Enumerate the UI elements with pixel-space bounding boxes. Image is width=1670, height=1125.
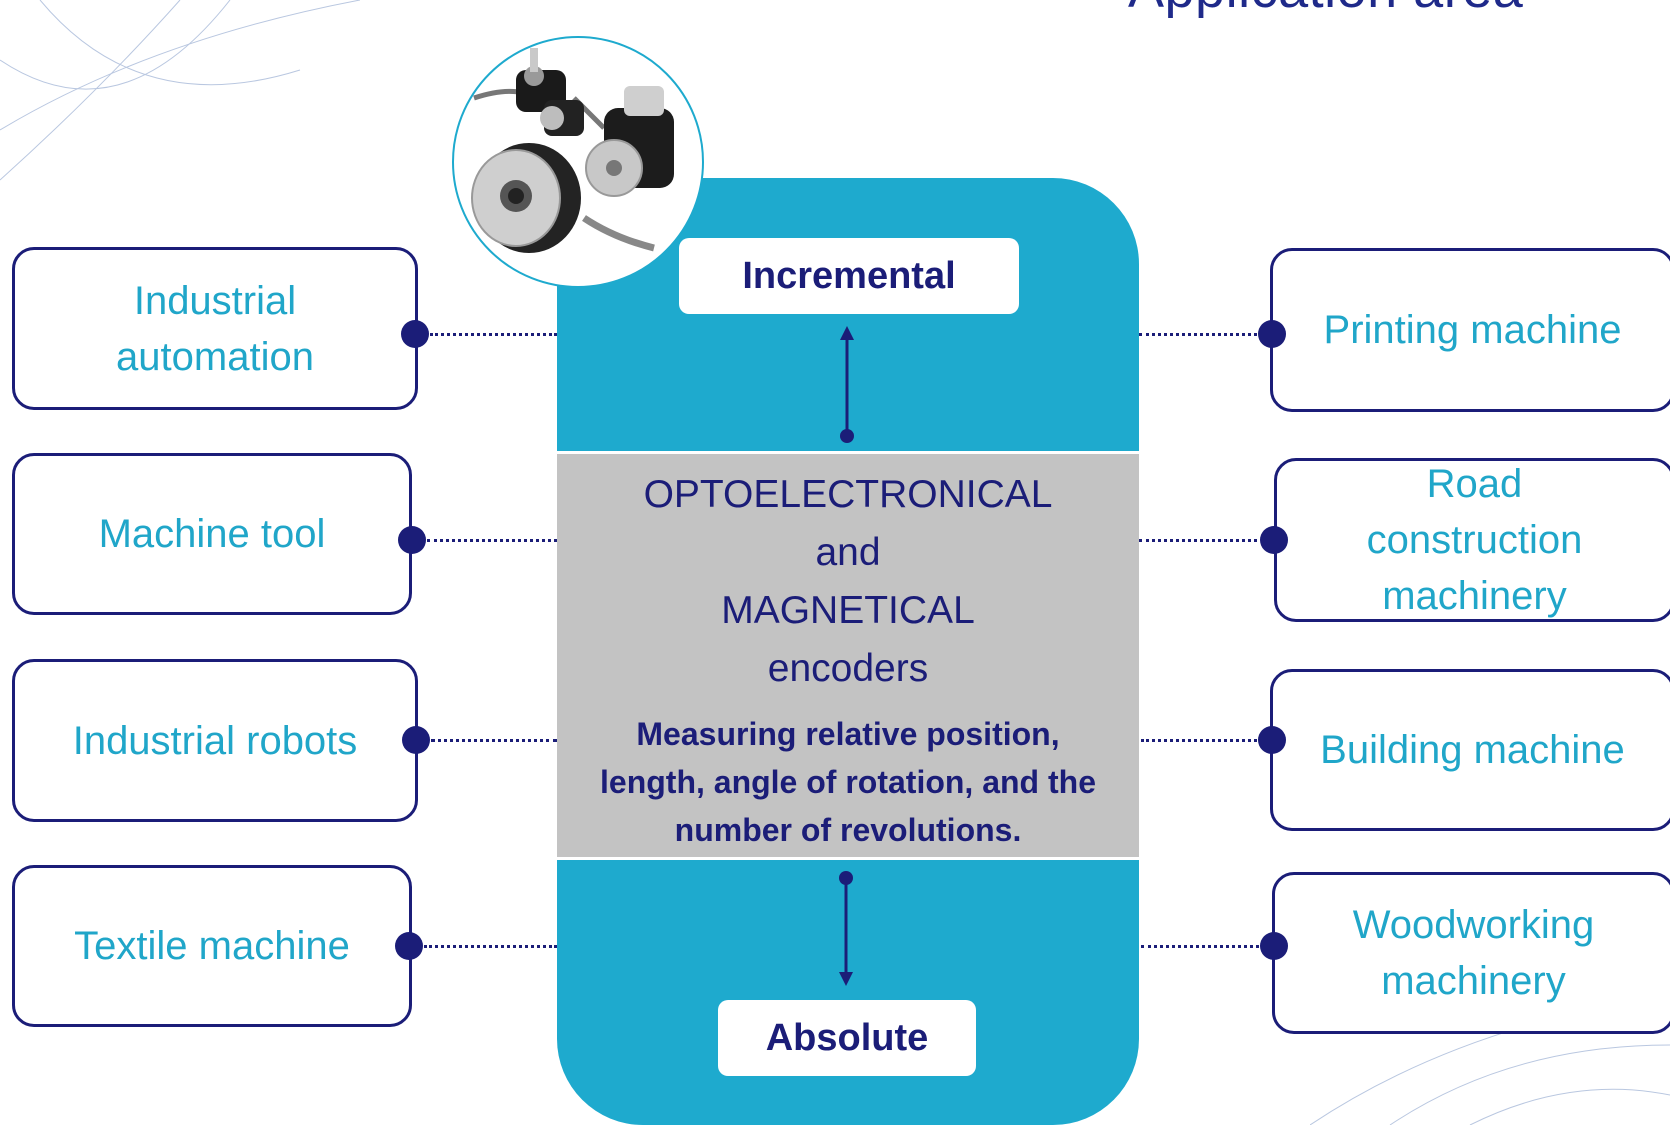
box-building-machine: Building machine bbox=[1270, 669, 1670, 831]
connector-line bbox=[1141, 945, 1265, 948]
connector-line bbox=[1139, 539, 1264, 542]
box-label-line: Road bbox=[1426, 462, 1523, 506]
absolute-label: Absolute bbox=[718, 1000, 976, 1076]
encoders-line: and bbox=[815, 531, 881, 574]
measuring-line: Measuring relative position, bbox=[636, 716, 1060, 752]
band-separator-bottom bbox=[557, 857, 1139, 860]
encoder-description-band bbox=[557, 454, 1139, 859]
measuring-line: number of revolutions. bbox=[674, 812, 1022, 848]
connector-dot bbox=[1258, 320, 1286, 348]
connector-line bbox=[424, 945, 557, 948]
connector-dot bbox=[1260, 526, 1288, 554]
connector-dot bbox=[402, 726, 430, 754]
box-label-line: Building machine bbox=[1320, 728, 1625, 772]
box-label-line: machinery bbox=[1382, 574, 1567, 618]
arrow-to-absolute bbox=[839, 871, 853, 986]
box-industrial-automation: Industrial automation bbox=[12, 247, 418, 410]
box-label-line: automation bbox=[116, 334, 314, 379]
incremental-label: Incremental bbox=[679, 238, 1019, 314]
box-printing-machine: Printing machine bbox=[1270, 248, 1670, 412]
encoders-line: OPTOELECTRONICAL bbox=[643, 473, 1053, 516]
box-label-line: Industrial robots bbox=[72, 718, 358, 763]
connector-line bbox=[430, 333, 557, 336]
box-textile-machine: Textile machine bbox=[12, 865, 412, 1027]
box-label-line: Machine tool bbox=[98, 512, 326, 556]
encoder-products-image bbox=[452, 36, 704, 288]
encoders-line: encoders bbox=[767, 647, 929, 690]
box-label-line: Textile machine bbox=[74, 924, 350, 968]
box-woodworking-machinery: Woodworking machinery bbox=[1272, 872, 1670, 1034]
connector-dot bbox=[1258, 726, 1286, 754]
box-label-line: Industrial bbox=[133, 278, 297, 323]
box-label-line: Woodworking bbox=[1352, 903, 1595, 947]
connector-dot bbox=[401, 320, 429, 348]
connector-line bbox=[427, 539, 557, 542]
box-industrial-robots: Industrial robots bbox=[12, 659, 418, 822]
connector-line bbox=[1141, 739, 1263, 742]
encoders-line: MAGNETICAL bbox=[721, 589, 975, 632]
page-title: Application area bbox=[1128, 0, 1523, 20]
box-machine-tool: Machine tool bbox=[12, 453, 412, 615]
box-label-line: construction bbox=[1366, 518, 1583, 562]
connector-line bbox=[431, 739, 557, 742]
box-label-line: Printing machine bbox=[1323, 308, 1622, 352]
measuring-line: length, angle of rotation, and the bbox=[600, 764, 1096, 800]
connector-dot bbox=[395, 932, 423, 960]
connector-dot bbox=[1260, 932, 1288, 960]
encoders-text: OPTOELECTRONICAL and MAGNETICAL encoders bbox=[557, 466, 1139, 698]
connector-line bbox=[1139, 333, 1263, 336]
decorative-curves-top-left bbox=[0, 0, 360, 181]
box-label-line: machinery bbox=[1381, 959, 1566, 1003]
measuring-text: Measuring relative position, length, ang… bbox=[557, 710, 1139, 854]
arrow-to-incremental bbox=[840, 326, 854, 443]
box-road-construction-machinery: Road construction machinery bbox=[1274, 458, 1670, 622]
band-separator-top bbox=[557, 451, 1139, 454]
connector-dot bbox=[398, 526, 426, 554]
